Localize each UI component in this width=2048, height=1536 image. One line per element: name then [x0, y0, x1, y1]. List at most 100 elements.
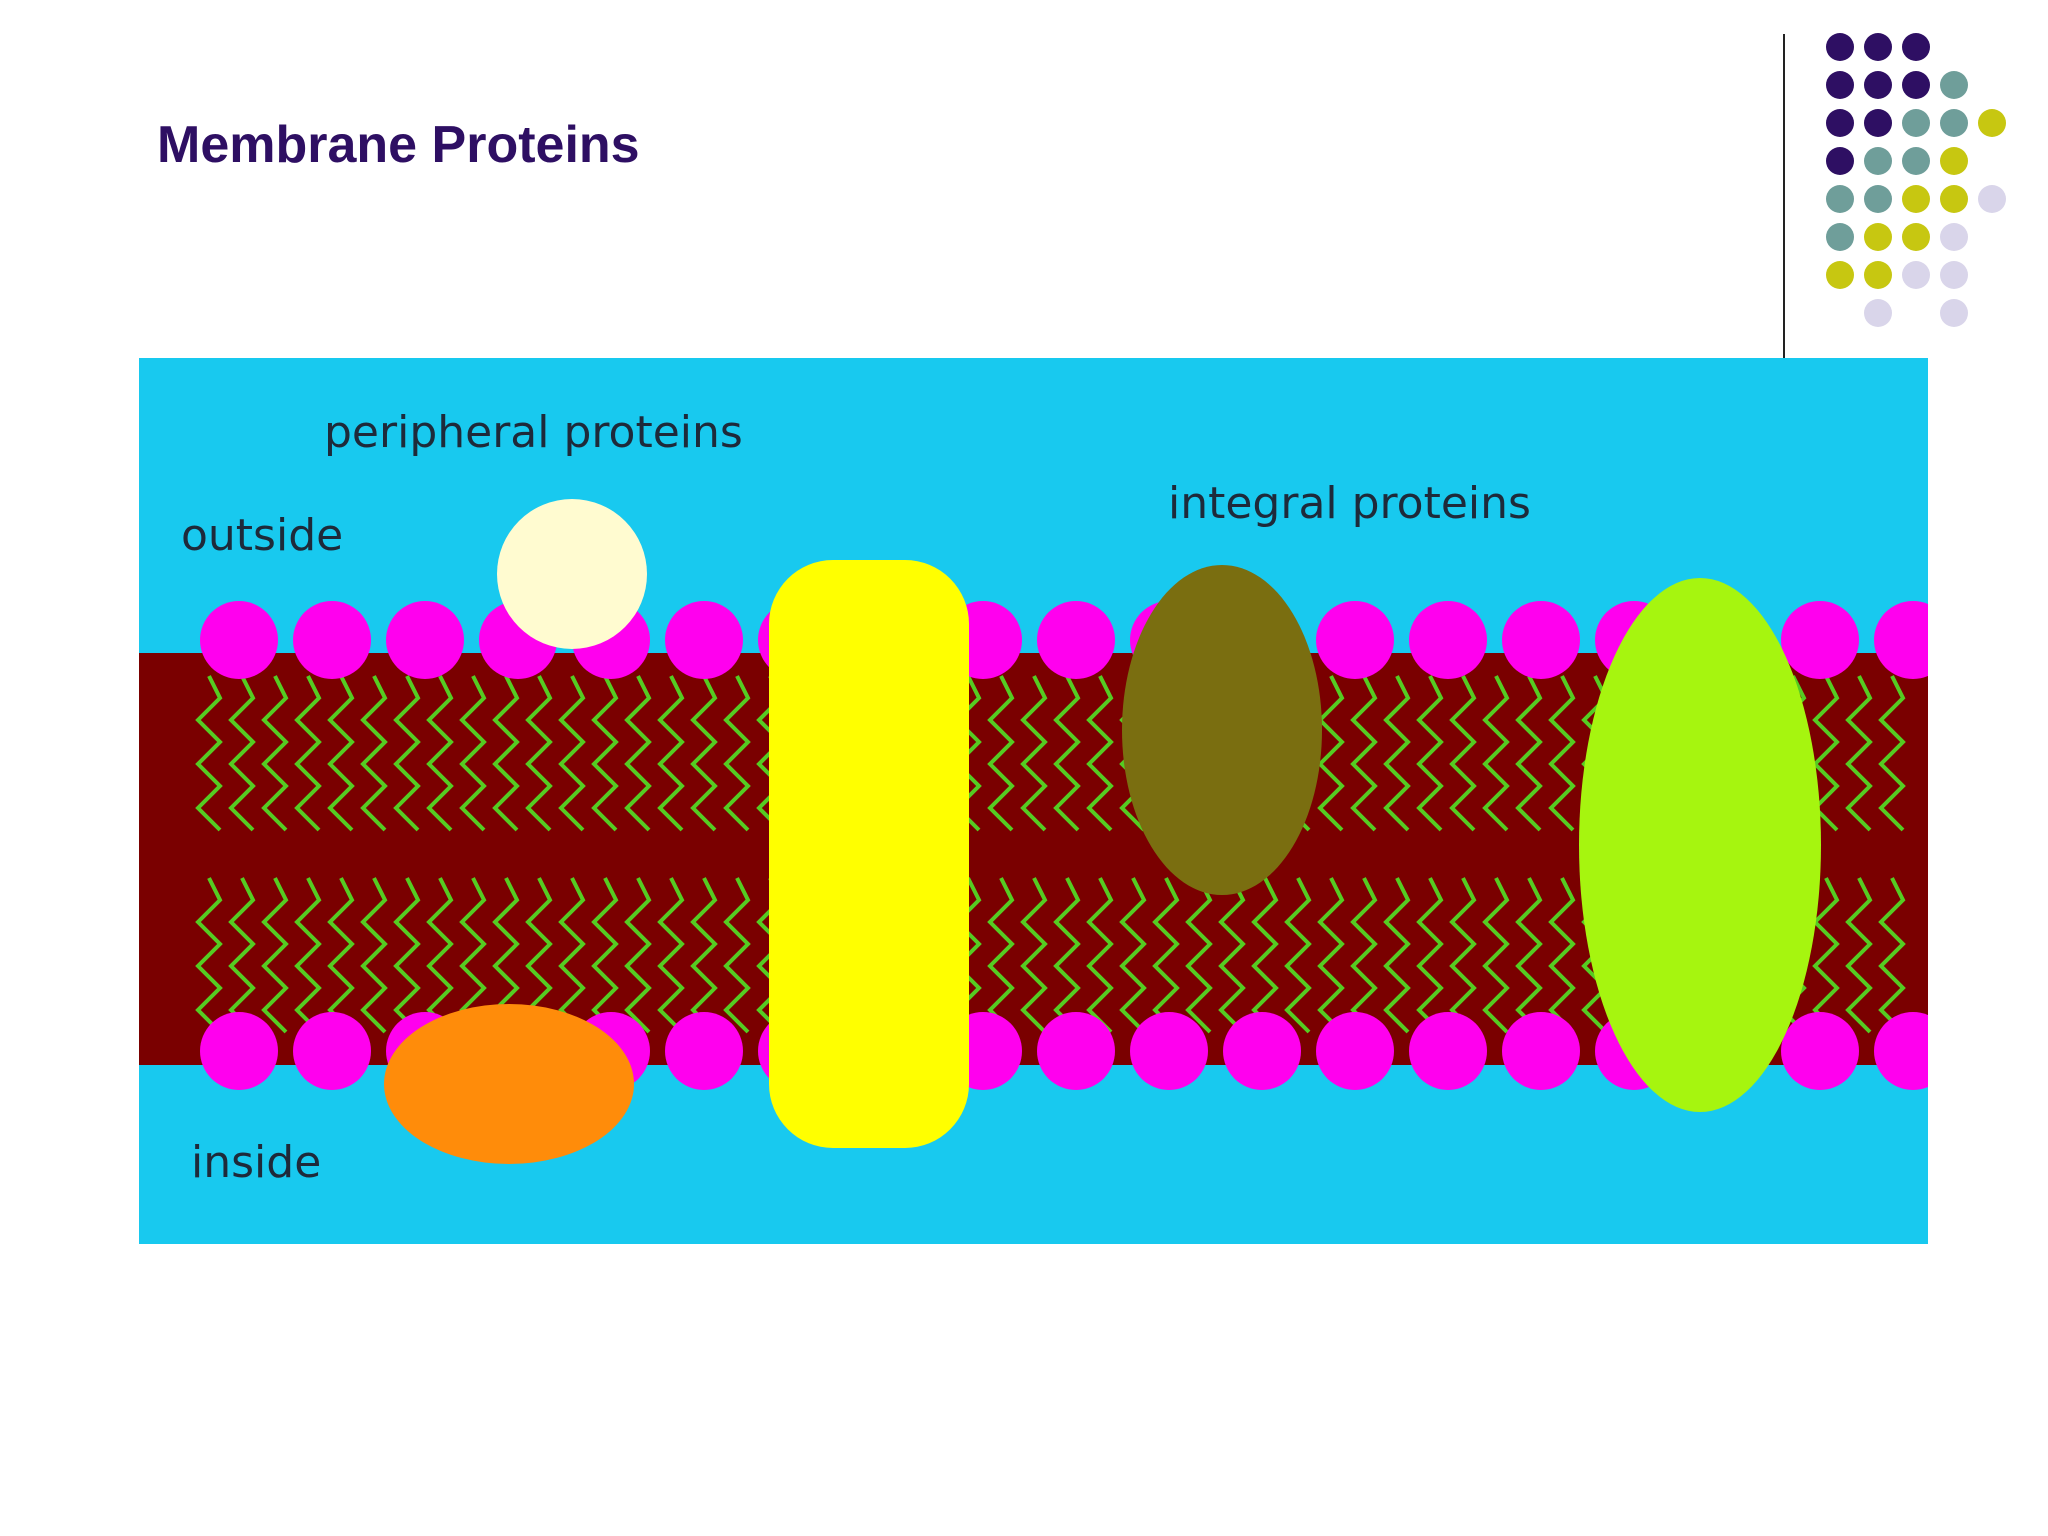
fatty-acid-tail — [426, 877, 454, 1034]
decor-dot — [1864, 261, 1892, 289]
decor-dot — [1826, 109, 1854, 137]
phospholipid-head — [1409, 601, 1487, 679]
fatty-acid-tail — [327, 675, 355, 832]
fatty-acid-tail — [525, 675, 553, 832]
fatty-acid-tail — [1350, 877, 1378, 1034]
phospholipid-head — [1502, 1012, 1580, 1090]
slide-title: Membrane Proteins — [157, 116, 640, 174]
fatty-acid-tail — [1020, 877, 1048, 1034]
fatty-acid-tail — [591, 877, 619, 1034]
fatty-acid-tail — [1416, 877, 1444, 1034]
decor-dot — [1902, 185, 1930, 213]
decorative-dot-grid — [1826, 33, 2006, 327]
fatty-acid-tail — [624, 675, 652, 832]
fatty-acid-tail — [1317, 877, 1345, 1034]
decor-dot — [1902, 261, 1930, 289]
fatty-acid-tail — [1515, 877, 1543, 1034]
fatty-acid-tail — [195, 675, 223, 832]
fatty-acid-tail — [1053, 675, 1081, 832]
phospholipid-head — [386, 601, 464, 679]
fatty-acid-tail — [1086, 877, 1114, 1034]
phospholipid-head — [1316, 601, 1394, 679]
fatty-acid-tail — [1878, 877, 1906, 1034]
decor-dot — [1864, 223, 1892, 251]
fatty-acid-tail — [558, 877, 586, 1034]
fatty-acid-tail — [459, 675, 487, 832]
label-integral-proteins: integral proteins — [1168, 478, 1531, 529]
fatty-acid-tail — [426, 675, 454, 832]
label-outside: outside — [181, 510, 343, 561]
fatty-acid-tail — [723, 877, 751, 1034]
decor-dot — [1826, 261, 1854, 289]
phospholipid-head — [1781, 1012, 1859, 1090]
decor-dot — [1940, 185, 1968, 213]
decor-dot — [1978, 109, 2006, 137]
decor-dot — [1864, 147, 1892, 175]
integral-protein-yellow — [769, 560, 969, 1148]
fatty-acid-tail — [294, 675, 322, 832]
fatty-acid-tail — [1350, 675, 1378, 832]
fatty-acid-tail — [1515, 675, 1543, 832]
fatty-acid-tail — [1317, 675, 1345, 832]
fatty-acid-tail — [1185, 877, 1213, 1034]
label-inside: inside — [191, 1137, 321, 1188]
fatty-acid-tail — [261, 675, 289, 832]
fatty-acid-tail — [1251, 877, 1279, 1034]
fatty-acid-tail — [987, 675, 1015, 832]
fatty-acid-tail — [558, 675, 586, 832]
decor-dot — [1864, 71, 1892, 99]
phospholipid-head — [293, 1012, 371, 1090]
phospholipid-head — [1037, 601, 1115, 679]
decor-dot — [1902, 33, 1930, 61]
phospholipid-head — [1316, 1012, 1394, 1090]
fatty-acid-tail — [360, 877, 388, 1034]
fatty-acid-tail — [1152, 877, 1180, 1034]
decor-dot — [1940, 223, 1968, 251]
fatty-acid-tail — [1482, 877, 1510, 1034]
phospholipid-head — [1874, 601, 1928, 679]
decor-dot — [1864, 109, 1892, 137]
fatty-acid-tail — [1284, 877, 1312, 1034]
fatty-acid-tail — [1218, 877, 1246, 1034]
fatty-acid-tail — [723, 675, 751, 832]
fatty-acid-tail — [987, 877, 1015, 1034]
decor-dot — [1978, 185, 2006, 213]
phospholipid-head — [665, 601, 743, 679]
fatty-acid-tail — [1086, 675, 1114, 832]
fatty-acid-tail — [327, 877, 355, 1034]
integral-protein-lime — [1579, 578, 1821, 1112]
phospholipid-head — [1037, 1012, 1115, 1090]
fatty-acid-tail — [1053, 877, 1081, 1034]
fatty-acid-tail — [261, 877, 289, 1034]
phospholipid-head — [1781, 601, 1859, 679]
phospholipid-head — [200, 1012, 278, 1090]
fatty-acid-tail — [1449, 675, 1477, 832]
decor-dot — [1902, 147, 1930, 175]
fatty-acid-tail — [360, 675, 388, 832]
fatty-acid-tail — [1119, 877, 1147, 1034]
decor-dot — [1940, 299, 1968, 327]
phospholipid-head — [293, 601, 371, 679]
fatty-acid-tail — [228, 877, 256, 1034]
fatty-acid-tail — [1812, 877, 1840, 1034]
fatty-acid-tail — [393, 675, 421, 832]
phospholipid-head — [1130, 1012, 1208, 1090]
phospholipid-head — [1409, 1012, 1487, 1090]
decor-dot — [1826, 33, 1854, 61]
decor-dot — [1864, 299, 1892, 327]
fatty-acid-tail — [1548, 675, 1576, 832]
fatty-acid-tail — [1878, 675, 1906, 832]
fatty-acid-tail — [657, 877, 685, 1034]
fatty-acid-tail — [1383, 675, 1411, 832]
decor-dot — [1940, 71, 1968, 99]
fatty-acid-tail — [393, 877, 421, 1034]
phospholipid-head — [200, 601, 278, 679]
fatty-acid-tail — [690, 877, 718, 1034]
fatty-acid-tail — [294, 877, 322, 1034]
fatty-acid-tail — [1845, 877, 1873, 1034]
decor-dot — [1902, 223, 1930, 251]
fatty-acid-tail — [591, 675, 619, 832]
fatty-acid-tail — [195, 877, 223, 1034]
fatty-acid-tail — [492, 675, 520, 832]
